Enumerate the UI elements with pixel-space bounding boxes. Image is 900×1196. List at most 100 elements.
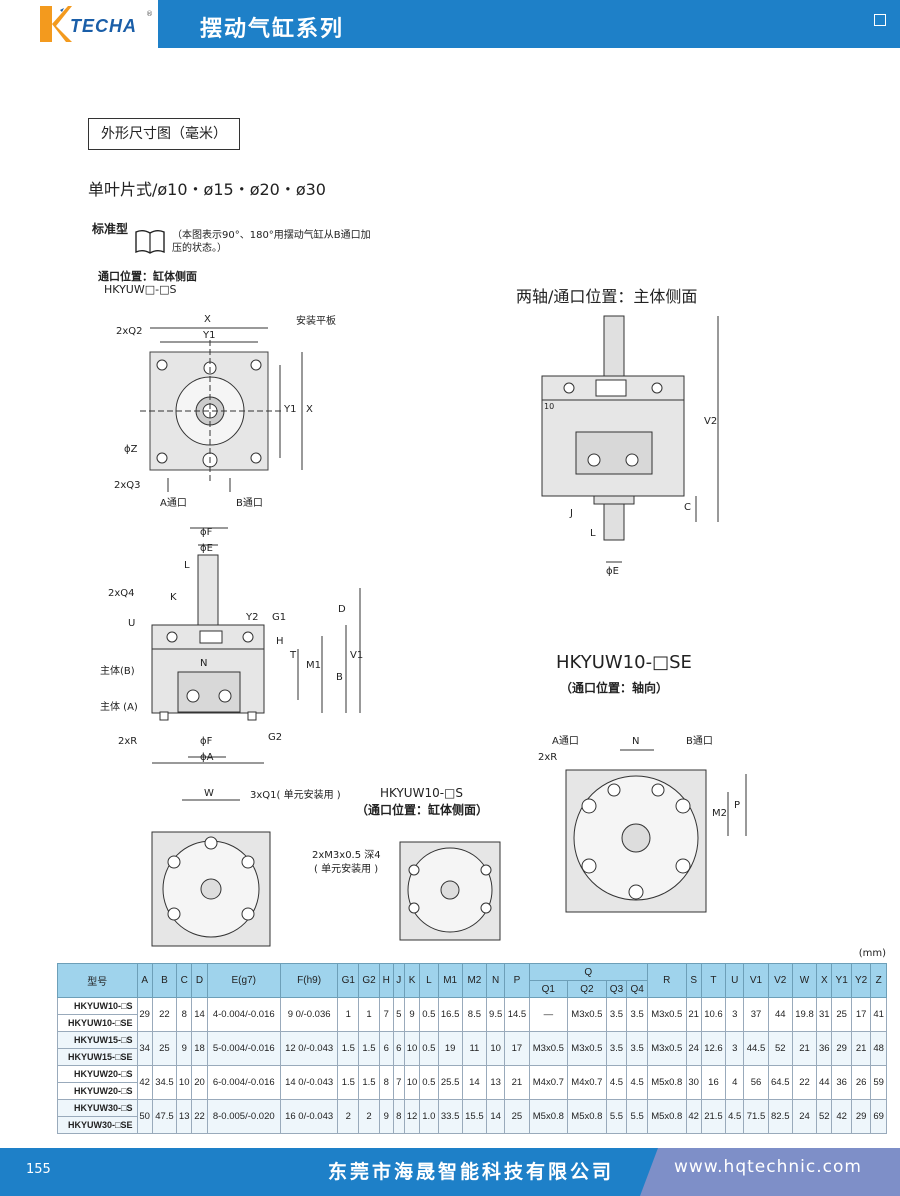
- table-cell: 24: [791, 1099, 818, 1134]
- table-cell: 14: [461, 1065, 488, 1100]
- table-cell: 3: [725, 997, 745, 1032]
- table-cell: —: [528, 997, 569, 1032]
- table-subheader-cell: Q1: [528, 980, 569, 998]
- table-header-cell: M1: [437, 963, 463, 998]
- two-q3-label: 2xQ3: [114, 480, 141, 491]
- table-cell: 33.5: [437, 1099, 463, 1134]
- j-label: J: [570, 508, 573, 519]
- table-header-cell: V1: [743, 963, 769, 998]
- table-cell: 69: [870, 1099, 887, 1134]
- table-cell: 3.5: [626, 1031, 648, 1066]
- table-cell: 50: [136, 1099, 153, 1134]
- h-label: H: [276, 636, 284, 647]
- table-cell: 3.5: [626, 997, 648, 1032]
- table-cell: 34.5: [151, 1065, 178, 1100]
- table-header-cell: L: [419, 963, 439, 998]
- phi-a-label: ϕA: [200, 752, 214, 763]
- front-view-drawing: [140, 327, 303, 492]
- table-cell: 52: [816, 1099, 833, 1134]
- table-cell: 10: [403, 1031, 421, 1066]
- model-10s-label: HKYUW10-□S: [380, 786, 463, 800]
- table-cell: 5.5: [605, 1099, 628, 1134]
- table-cell: 26: [850, 1065, 872, 1100]
- model-cell: HKYUW30-□S: [57, 1099, 138, 1117]
- g1-label: G1: [272, 612, 287, 623]
- page-number: 155: [26, 1162, 51, 1177]
- table-cell: 7: [378, 997, 394, 1032]
- table-row: HKYUW30-□SE: [57, 1116, 887, 1134]
- table-header-cell: B: [151, 963, 178, 998]
- port-axial-label: （通口位置：轴向）: [560, 681, 669, 695]
- table-cell: 1.5: [337, 1031, 360, 1066]
- table-header-cell: R: [647, 963, 687, 998]
- two-axis-drawing: [541, 315, 719, 563]
- w-label: W: [204, 788, 214, 799]
- unit-mount-label: ( 单元安装用 ): [314, 864, 379, 875]
- table-header-cell: U: [725, 963, 745, 998]
- table-cell: M5x0.8: [528, 1099, 569, 1134]
- y2-label: Y2: [246, 612, 259, 623]
- website-link[interactable]: www.hqtechnic.com: [674, 1157, 862, 1177]
- phi-e-right-label: ϕE: [606, 566, 619, 577]
- table-cell: 12 0/-0.043: [279, 1031, 339, 1066]
- table-cell: 12.6: [700, 1031, 727, 1066]
- logo-k-icon: [40, 6, 72, 42]
- table-cell: 1.5: [358, 1065, 380, 1100]
- table-cell: 3: [725, 1031, 745, 1066]
- table-cell: 15.5: [461, 1099, 488, 1134]
- table-cell: 4.5: [626, 1065, 648, 1100]
- table-cell: 22: [151, 997, 178, 1032]
- table-cell: 3.5: [605, 1031, 628, 1066]
- side-view-drawing: [151, 527, 361, 764]
- table-cell: 22: [791, 1065, 818, 1100]
- table-subheader-cell: Q3: [605, 980, 628, 998]
- table-header-cell: J: [392, 963, 405, 998]
- table-header-cell: G2: [358, 963, 380, 998]
- note-text: （本图表示90°、180°用摆动气缸从B通口加压的状态。）: [172, 230, 371, 254]
- model-cell: HKYUW20-□S: [57, 1065, 138, 1083]
- ten-label: 10: [544, 402, 555, 411]
- table-cell: 9: [403, 997, 421, 1032]
- table-cell: 0.5: [419, 997, 439, 1032]
- m2-label: M2: [712, 808, 727, 819]
- table-cell: M3x0.5: [567, 997, 607, 1032]
- m3-depth-label: 2xM3x0.5 深4: [312, 850, 381, 861]
- dim-x-top: X: [204, 314, 211, 325]
- standard-type-label: 标准型: [92, 222, 129, 236]
- table-cell: M3x0.5: [567, 1031, 607, 1066]
- table-cell: 1.5: [337, 1065, 360, 1100]
- table-cell: 0.5: [419, 1065, 439, 1100]
- table-cell: 8.5: [461, 997, 488, 1032]
- table-cell: 29: [850, 1099, 872, 1134]
- t-label: T: [290, 650, 297, 661]
- table-cell: 30: [685, 1065, 702, 1100]
- d-label: D: [338, 604, 346, 615]
- table-cell: 11: [461, 1031, 488, 1066]
- table-cell: 18: [191, 1031, 208, 1066]
- table-row: HKYUW15-□SE: [57, 1048, 887, 1066]
- phi-f-label: ϕF: [200, 527, 213, 538]
- table-cell: 8: [176, 997, 193, 1032]
- flange-view-drawing: [151, 799, 271, 947]
- table-cell: 5: [392, 997, 405, 1032]
- table-cell: 21: [791, 1031, 818, 1066]
- table-header-cell: P: [504, 963, 530, 998]
- table-cell: 1: [337, 997, 360, 1032]
- p-label: P: [734, 800, 741, 811]
- table-cell: 3.5: [605, 997, 628, 1032]
- table-header-cell: H: [378, 963, 394, 998]
- l-right-label: L: [590, 528, 596, 539]
- table-subheader-cell: Q4: [626, 980, 648, 998]
- table-cell: 44: [816, 1065, 833, 1100]
- book-icon: [135, 230, 165, 254]
- table-cell: 5.5: [626, 1099, 648, 1134]
- table-header-cell: F(h9): [279, 963, 339, 998]
- dimension-section-title: 外形尺寸图（毫米）: [88, 118, 240, 150]
- table-header-cell: Z: [870, 963, 887, 998]
- three-q1-label: 3xQ1( 单元安装用 ): [250, 790, 341, 801]
- company-name: 东莞市海晟智能科技有限公司: [328, 1161, 615, 1183]
